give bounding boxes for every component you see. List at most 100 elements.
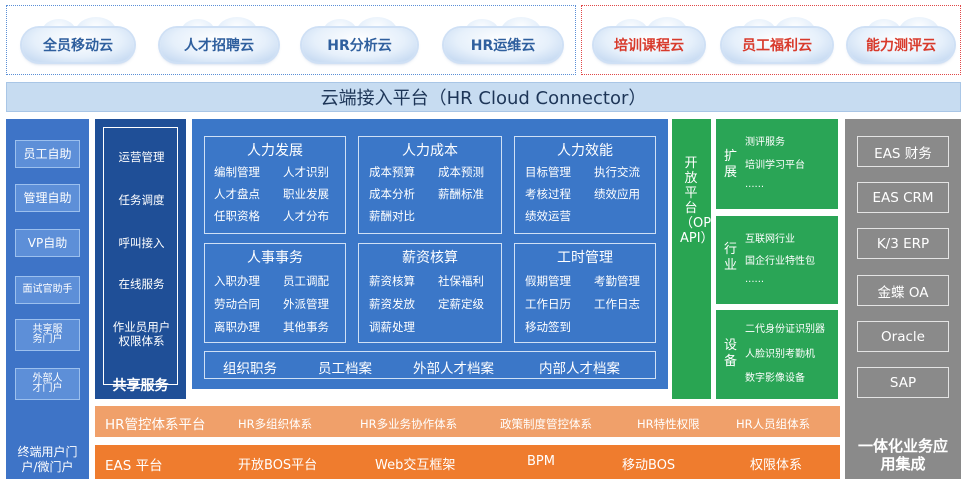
cloud-hr-fenxi: HR分析云 <box>302 17 417 62</box>
shared-item-operations: 运营管理 <box>118 150 165 164</box>
eas-bar-item: 移动BOS <box>622 458 676 473</box>
shared-item-operator-permission: 作业员用户权限体系 <box>112 320 171 348</box>
end-user-portal-column: 员工自助 管理自助 VP自助 面试官助手 共享服务门户 外部人才门户 终端用户门… <box>6 119 89 479</box>
device-label: 设备 <box>724 338 738 370</box>
module-item: 薪酬对比 <box>369 209 415 223</box>
industry-label: 行业 <box>724 242 738 274</box>
industry-item: 互联网行业 <box>745 234 795 245</box>
extension-box: 扩展 测评服务 培训学习平台 ...... <box>716 119 838 209</box>
module-item: 其他事务 <box>283 320 329 334</box>
module-hr-efficiency: 人力效能 目标管理 执行交流 考核过程 绩效应用 绩效运营 <box>514 136 656 234</box>
industry-item: 国企行业特性包 <box>745 256 815 267</box>
module-hr-development: 人力发展 编制管理 人才识别 人才盘点 职业发展 任职资格 人才分布 <box>204 136 346 234</box>
cloud-label: 员工福利云 <box>742 38 812 54</box>
module-payroll: 薪资核算 薪资核算 社保福利 薪资发放 定薪定级 调薪处理 <box>358 243 502 343</box>
shared-item-call-access: 呼叫接入 <box>118 236 165 250</box>
module-item: 薪资核算 <box>369 274 415 288</box>
system-kingdee-oa: 金蝶 OA <box>857 275 949 306</box>
module-item: 人才识别 <box>283 165 329 179</box>
device-item: 数字影像设备 <box>745 373 805 384</box>
portal-vp-self-service: VP自助 <box>15 229 80 257</box>
extension-label: 扩展 <box>724 149 738 181</box>
cloud-hr-yunwei: HR运维云 <box>444 17 562 62</box>
eas-bar-title: EAS 平台 <box>105 458 163 474</box>
module-title: 人力成本 <box>402 143 458 159</box>
hr-bar-item: HR多业务协作体系 <box>360 417 458 431</box>
eas-platform-bar: EAS 平台 开放BOS平台 Web交互框架 BPM 移动BOS 权限体系 <box>95 445 840 479</box>
module-work-hours: 工时管理 假期管理 考勤管理 工作日历 工作日志 移动签到 <box>514 243 656 343</box>
module-title: 人力效能 <box>557 143 613 159</box>
module-item: 编制管理 <box>214 165 260 179</box>
module-item: 成本预算 <box>369 165 415 179</box>
cloud-connector-bar: 云端接入平台（HR Cloud Connector） <box>6 82 961 112</box>
module-item: 社保福利 <box>438 274 484 288</box>
system-eas-finance: EAS 财务 <box>857 136 949 167</box>
core-archive-bar: 组织职务 员工档案 外部人才档案 内部人才档案 <box>204 351 656 379</box>
open-platform-column: 开放平台（OPEN API） <box>672 119 730 399</box>
module-item: 人才分布 <box>283 209 329 223</box>
module-item: 薪酬标准 <box>438 187 484 201</box>
portal-manager-self-service: 管理自助 <box>15 184 80 212</box>
module-title: 薪资核算 <box>402 250 458 266</box>
core-hr-modules: 人力发展 编制管理 人才识别 人才盘点 职业发展 任职资格 人才分布 人力成本 … <box>192 119 668 389</box>
module-title: 人事事务 <box>247 250 303 266</box>
portal-external-talent: 外部人才门户 <box>15 368 80 400</box>
cloud-label: 全员移动云 <box>43 38 113 54</box>
eas-bar-item: 权限体系 <box>750 458 803 473</box>
extension-item: 测评服务 <box>745 137 785 148</box>
module-item: 执行交流 <box>594 165 640 179</box>
device-item: 人脸识别考勤机 <box>745 349 815 360</box>
module-personnel-affairs: 人事事务 入职办理 员工调配 劳动合同 外派管理 离职办理 其他事务 <box>204 243 346 343</box>
module-item: 考勤管理 <box>594 274 640 288</box>
module-item: 定薪定级 <box>438 297 484 311</box>
device-box: 设备 二代身份证识别器 人脸识别考勤机 数字影像设备 <box>716 310 838 399</box>
module-item: 任职资格 <box>214 209 260 223</box>
hr-bar-title: HR管控体系平台 <box>105 417 206 433</box>
cloud-yuangong-fuli: 员工福利云 <box>722 17 832 62</box>
archive-item: 组织职务 <box>223 361 277 377</box>
shared-item-task-scheduling: 任务调度 <box>118 193 165 207</box>
archive-item: 内部人才档案 <box>539 361 620 377</box>
end-user-portal-footer: 终端用户门户/微门户 <box>17 445 78 474</box>
cloud-group-blue-frame <box>6 5 576 75</box>
module-item: 绩效应用 <box>594 187 640 201</box>
eas-bar-item: BPM <box>527 454 555 469</box>
portal-employee-self-service: 员工自助 <box>15 140 80 168</box>
shared-item-online-service: 在线服务 <box>118 277 165 291</box>
cloud-quanyuan-yidong: 全员移动云 <box>22 17 134 62</box>
module-item: 员工调配 <box>283 274 329 288</box>
cloud-label: HR运维云 <box>470 38 536 54</box>
module-item: 假期管理 <box>525 274 571 288</box>
integration-footer: 一体化业务应用集成 <box>857 437 948 473</box>
portal-interviewer-assistant: 面试官助手 <box>15 276 80 304</box>
extension-item: 培训学习平台 <box>745 160 805 171</box>
integration-column: EAS 财务 EAS CRM K/3 ERP 金蝶 OA Oracle SAP … <box>845 119 961 479</box>
system-oracle: Oracle <box>857 321 949 352</box>
cloud-label: 能力测评云 <box>866 38 936 54</box>
shared-service-inner-frame: 运营管理 任务调度 呼叫接入 在线服务 作业员用户权限体系 <box>103 127 178 385</box>
connector-label: 云端接入平台（HR Cloud Connector） <box>320 88 647 109</box>
module-item: 工作日志 <box>594 297 640 311</box>
module-item: 离职办理 <box>214 320 260 334</box>
module-item: 成本预测 <box>438 165 484 179</box>
cloud-nengli-ceping: 能力测评云 <box>848 17 954 62</box>
module-item: 调薪处理 <box>369 320 415 334</box>
module-title: 人力发展 <box>247 143 303 159</box>
cloud-label: 人才招聘云 <box>184 38 254 54</box>
cloud-label: HR分析云 <box>327 38 392 54</box>
system-sap: SAP <box>857 367 949 398</box>
module-item: 人才盘点 <box>214 187 260 201</box>
open-platform-label: 开放平台（OPEN API） <box>680 156 730 246</box>
module-title: 工时管理 <box>557 250 613 266</box>
module-hr-cost: 人力成本 成本预算 成本预测 成本分析 薪酬标准 薪酬对比 <box>358 136 502 234</box>
hr-control-platform-bar: HR管控体系平台 HR多组织体系 HR多业务协作体系 政策制度管控体系 HR特性… <box>95 406 840 437</box>
industry-item: ...... <box>745 274 765 285</box>
module-item: 绩效运营 <box>525 209 571 223</box>
portal-shared-service: 共享服务门户 <box>15 319 80 351</box>
cloud-label: 培训课程云 <box>614 38 684 54</box>
module-item: 职业发展 <box>283 187 329 201</box>
module-item: 考核过程 <box>525 187 571 201</box>
shared-service-column: 运营管理 任务调度 呼叫接入 在线服务 作业员用户权限体系 共享服务 <box>95 119 186 399</box>
eas-bar-item: Web交互框架 <box>375 458 456 473</box>
hr-bar-item: 政策制度管控体系 <box>500 417 592 431</box>
